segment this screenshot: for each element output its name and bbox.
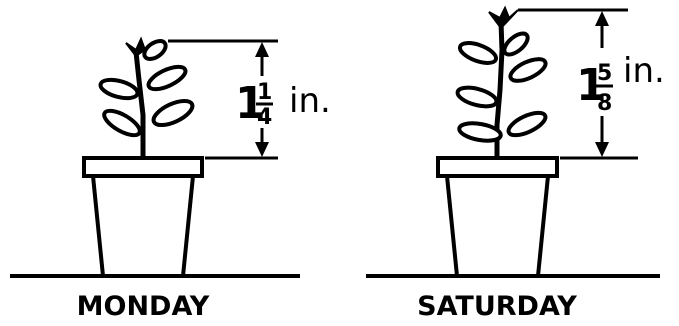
- monday-label: MONDAY: [77, 291, 210, 322]
- saturday-panel: 1 5 8 in. SATURDAY: [366, 5, 665, 322]
- monday-panel: 1 1 4 in. MONDAY: [10, 36, 331, 322]
- monday-pot: [82, 156, 204, 278]
- monday-height-denominator: 4: [257, 105, 272, 130]
- saturday-height-label: 1 5 8 in.: [576, 51, 665, 116]
- saturday-label: SATURDAY: [417, 291, 577, 322]
- saturday-height-denominator: 8: [597, 91, 612, 116]
- monday-height-unit: in.: [289, 81, 331, 121]
- saturday-pot: [436, 156, 559, 278]
- saturday-height-numerator: 5: [597, 61, 612, 86]
- saturday-plant: [455, 5, 548, 158]
- saturday-arrow-up: [595, 11, 609, 26]
- saturday-height-dimension: [518, 8, 638, 160]
- monday-arrow-up: [255, 42, 269, 57]
- saturday-arrow-down: [595, 142, 609, 157]
- monday-arrow-down: [255, 142, 269, 157]
- saturday-height-unit: in.: [623, 51, 665, 91]
- monday-height-numerator: 1: [257, 80, 272, 105]
- monday-plant: [98, 36, 195, 158]
- monday-height-label: 1 1 4 in.: [235, 78, 331, 130]
